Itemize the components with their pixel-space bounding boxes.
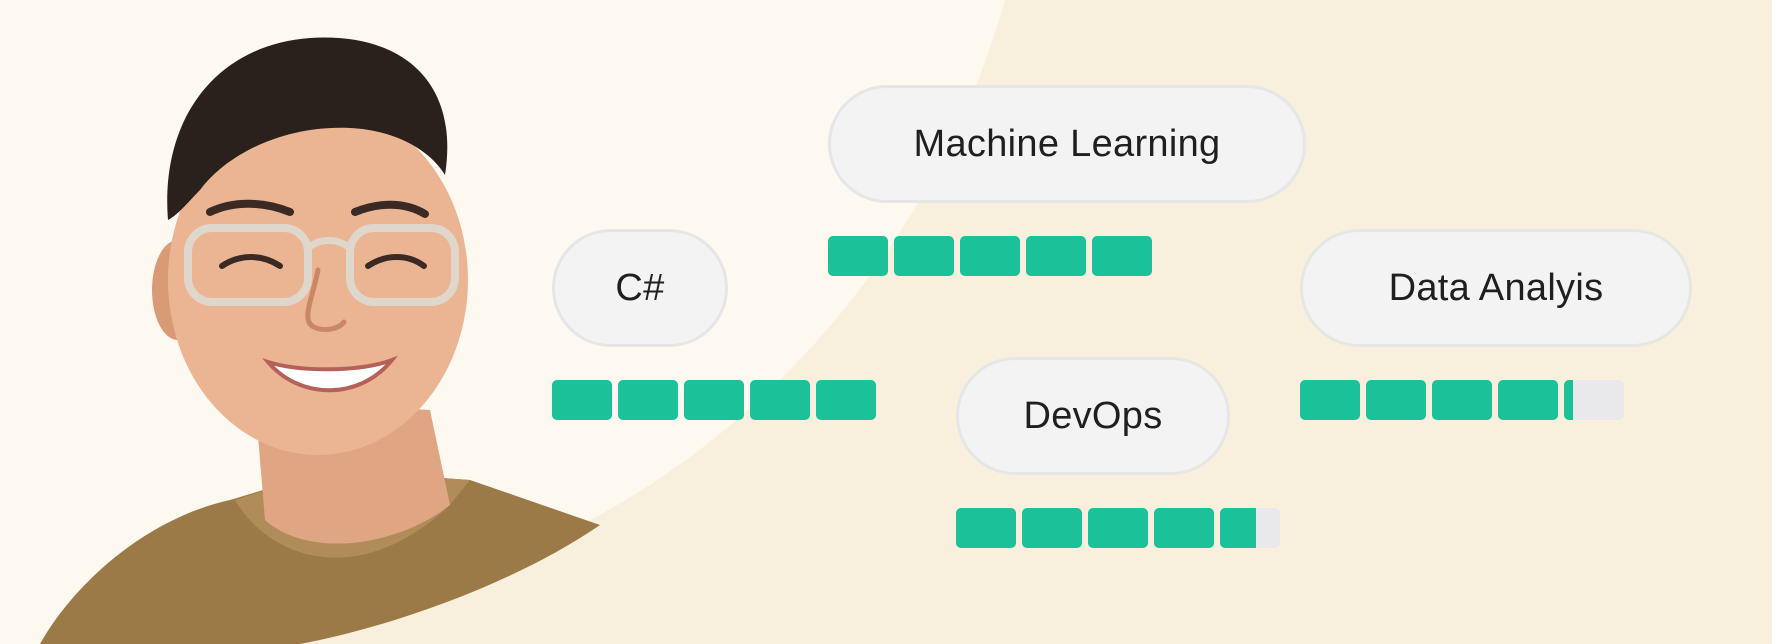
progress-segment <box>816 380 876 420</box>
progress-segment <box>1366 380 1426 420</box>
person-photo <box>40 37 600 644</box>
skill-bar-devops <box>956 508 1280 548</box>
progress-segment-fill <box>684 380 744 420</box>
progress-segment-fill <box>1432 380 1492 420</box>
progress-segment-fill <box>960 236 1020 276</box>
progress-segment-fill <box>1366 380 1426 420</box>
progress-segment-fill <box>1092 236 1152 276</box>
progress-segment-fill <box>1300 380 1360 420</box>
progress-segment-fill <box>1026 236 1086 276</box>
progress-segment <box>960 236 1020 276</box>
progress-segment <box>1564 380 1624 420</box>
skill-label: Machine Learning <box>913 122 1221 165</box>
progress-segment-fill <box>894 236 954 276</box>
progress-segment <box>1498 380 1558 420</box>
progress-segment <box>684 380 744 420</box>
skill-bar-csharp <box>552 380 876 420</box>
progress-segment-fill <box>956 508 1016 548</box>
progress-segment-fill <box>1498 380 1558 420</box>
skill-label: C# <box>615 266 665 309</box>
skill-pill-csharp: C# <box>552 229 728 347</box>
progress-segment-fill <box>1154 508 1214 548</box>
progress-segment <box>894 236 954 276</box>
skill-pill-devops: DevOps <box>956 357 1230 475</box>
progress-segment <box>552 380 612 420</box>
progress-segment-fill <box>552 380 612 420</box>
progress-segment-fill <box>816 380 876 420</box>
skill-bar-data-analysis <box>1300 380 1624 420</box>
progress-segment <box>828 236 888 276</box>
progress-segment-fill <box>828 236 888 276</box>
progress-segment <box>1300 380 1360 420</box>
progress-segment <box>1088 508 1148 548</box>
progress-segment-fill <box>1220 508 1256 548</box>
progress-segment <box>750 380 810 420</box>
progress-segment <box>1432 380 1492 420</box>
progress-segment-fill <box>618 380 678 420</box>
progress-segment <box>1154 508 1214 548</box>
skill-bar-machine-learning <box>828 236 1152 276</box>
progress-segment <box>1220 508 1280 548</box>
progress-segment <box>1092 236 1152 276</box>
progress-segment <box>1026 236 1086 276</box>
skill-label: Data Analyis <box>1388 266 1604 309</box>
progress-segment <box>618 380 678 420</box>
progress-segment-fill <box>1088 508 1148 548</box>
skill-pill-data-analysis: Data Analyis <box>1300 229 1692 347</box>
progress-segment <box>956 508 1016 548</box>
progress-segment-fill <box>750 380 810 420</box>
progress-segment-fill <box>1564 380 1573 420</box>
skill-pill-machine-learning: Machine Learning <box>828 85 1306 203</box>
progress-segment-fill <box>1022 508 1082 548</box>
skill-label: DevOps <box>1023 394 1163 437</box>
progress-segment <box>1022 508 1082 548</box>
